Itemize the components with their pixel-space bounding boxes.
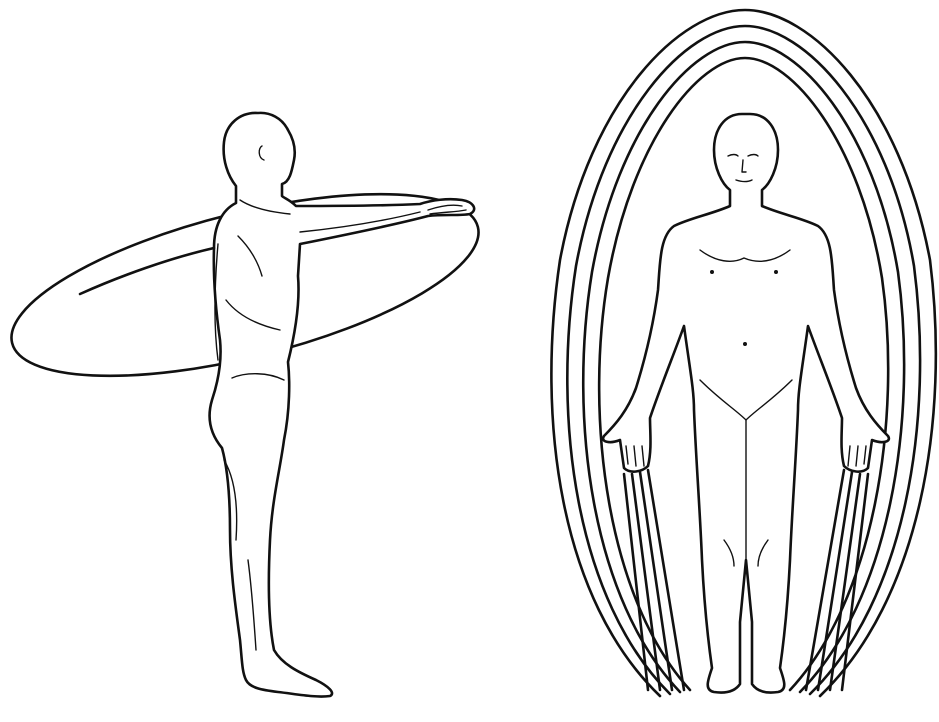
left-body-outline <box>210 113 475 697</box>
right-nipple-r <box>774 270 778 274</box>
right-figure <box>551 10 935 696</box>
right-nipple-l <box>710 270 714 274</box>
left-ring-front-arc <box>80 248 214 294</box>
right-body-outline <box>603 114 889 693</box>
right-navel <box>743 342 747 346</box>
left-figure <box>0 113 495 697</box>
